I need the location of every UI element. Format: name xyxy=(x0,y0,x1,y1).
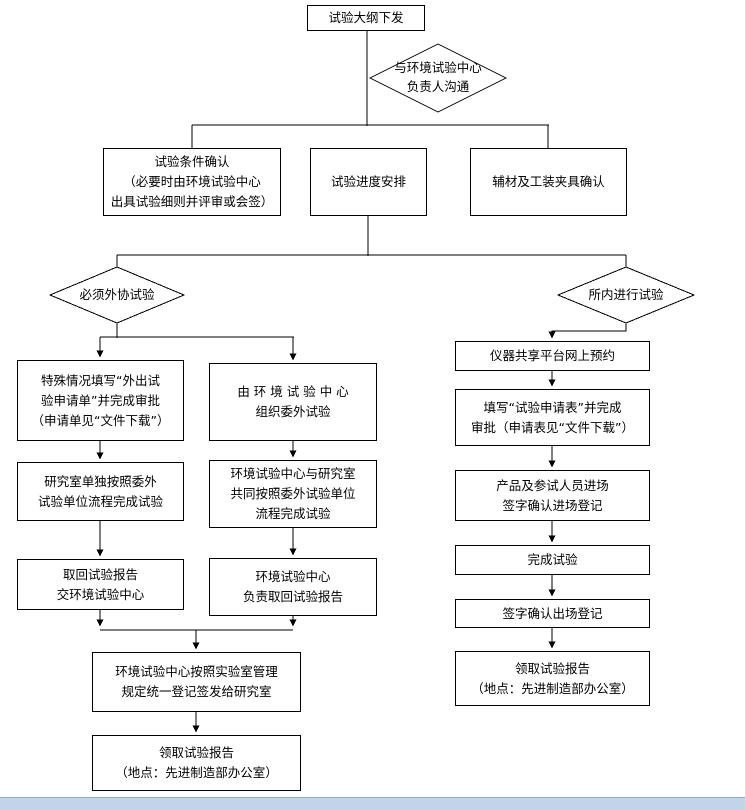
flow-node-register-issue: 环境试验中心按照实验室管理 规定统一登记签发给研究室 xyxy=(92,652,301,712)
flow-decision-top-label: 与环境试验中心 负责人沟通 xyxy=(394,60,482,94)
bottom-bar xyxy=(0,797,745,810)
flow-node-receive-report-left: 领取试验报告 （地点：先进制造部办公室） xyxy=(92,735,301,791)
flow-node-center-organize: 由 环 境 试 验 中 心 组织委外试验 xyxy=(209,363,377,441)
flow-node-complete-test: 完成试验 xyxy=(455,545,650,575)
flow-node-receive-report-right: 领取试验报告 （地点：先进制造部办公室） xyxy=(455,651,650,706)
flow-node-fixture-confirm: 辅材及工装夹具确认 xyxy=(470,148,627,216)
flow-node-joint-process: 环境试验中心与研究室 共同按照委外试验单位 流程完成试验 xyxy=(209,460,377,528)
flow-node-retrieve-report: 取回试验报告 交环境试验中心 xyxy=(17,559,184,610)
decision-inhouse-diamond-shape xyxy=(556,266,696,324)
flow-node-test-condition: 试验条件确认 （必要时由环境试验中心 出具试验细则并评审或会签） xyxy=(103,148,281,216)
flow-node-fill-application: 填写“试验申请表”并完成 审批（申请表见“文件下载”） xyxy=(455,389,650,446)
flow-node-center-retrieve-report: 环境试验中心 负责取回试验报告 xyxy=(209,558,377,616)
flow-decision-inhouse-label: 所内进行试验 xyxy=(588,286,664,302)
flow-node-entry-register: 产品及参试人员进场 签字确认进场登记 xyxy=(455,470,650,521)
flow-node-online-reserve: 仪器共享平台网上预约 xyxy=(455,341,650,371)
flow-node-exit-register: 签字确认出场登记 xyxy=(455,599,650,628)
flow-decision-outsource-label: 必须外协试验 xyxy=(79,286,155,302)
flow-node-start: 试验大纲下发 xyxy=(307,5,425,31)
decision-top-diamond-shape xyxy=(368,43,508,113)
decision-outsource-diamond-shape xyxy=(48,266,186,324)
flow-node-lab-alone-process: 研究室单独按照委外 试验单位流程完成试验 xyxy=(17,462,184,521)
flow-node-test-schedule: 试验进度安排 xyxy=(310,148,427,216)
flow-node-special-apply: 特殊情况填写“外出试 验申请单”并完成审批 （申请单见“文件下载”） xyxy=(17,360,184,441)
